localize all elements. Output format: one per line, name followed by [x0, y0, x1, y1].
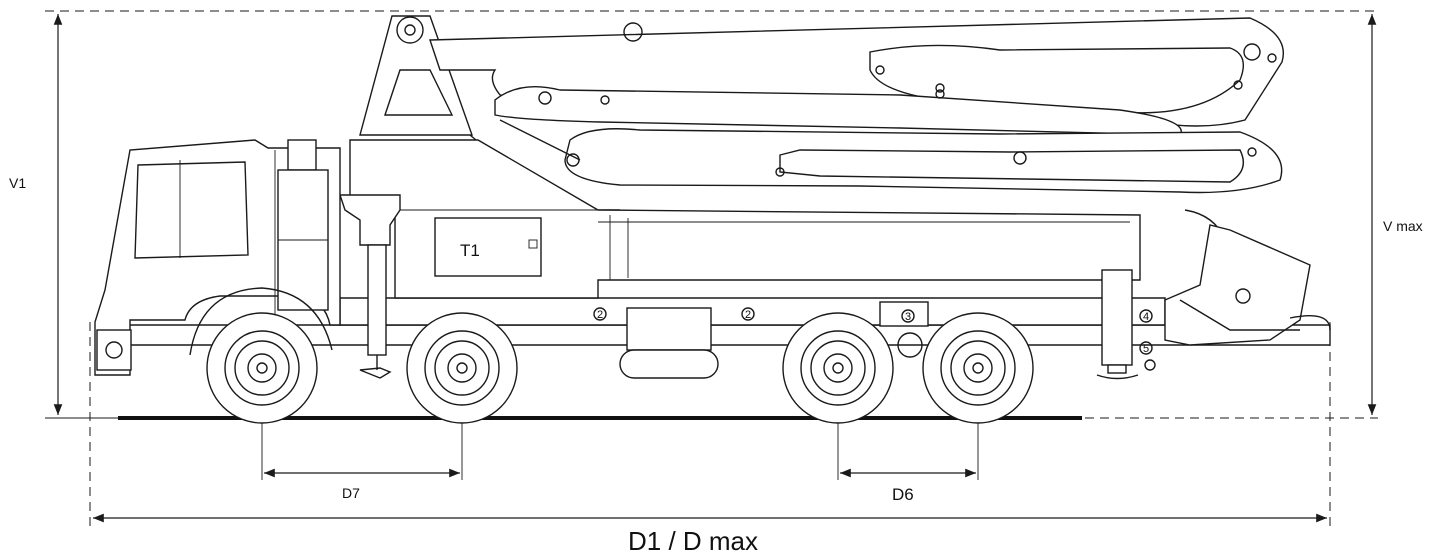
label-v1: V1: [9, 175, 26, 191]
marker-5: 5: [1139, 341, 1153, 355]
wheels: [189, 287, 1034, 424]
label-t1: T1: [460, 241, 480, 260]
svg-text:2: 2: [745, 309, 751, 321]
label-dmax: D1 / D max: [628, 526, 758, 556]
svg-text:5: 5: [1143, 343, 1149, 355]
marker-3: 3: [901, 309, 915, 323]
wheel-3: [782, 312, 894, 424]
svg-text:3: 3: [905, 311, 911, 323]
outriggers: [339, 194, 1139, 380]
wheel-2: [406, 312, 518, 424]
boom-assembly: [359, 15, 1284, 301]
marker-2a: 2: [593, 307, 607, 321]
wheel-1: [206, 312, 318, 424]
marker-4: 4: [1139, 309, 1153, 323]
label-d6: D6: [892, 485, 914, 504]
label-vmax: V max: [1383, 218, 1423, 234]
svg-text:2: 2: [597, 309, 603, 321]
wheel-4: [922, 312, 1034, 424]
svg-text:4: 4: [1143, 311, 1149, 323]
dimension-v1: [45, 13, 118, 419]
marker-2b: 2: [741, 307, 755, 321]
t1-box: [434, 217, 542, 277]
rear-hopper: [1144, 224, 1331, 371]
label-d7: D7: [342, 485, 360, 501]
truck-cab: [94, 139, 341, 376]
extension-lines: [45, 10, 1378, 530]
